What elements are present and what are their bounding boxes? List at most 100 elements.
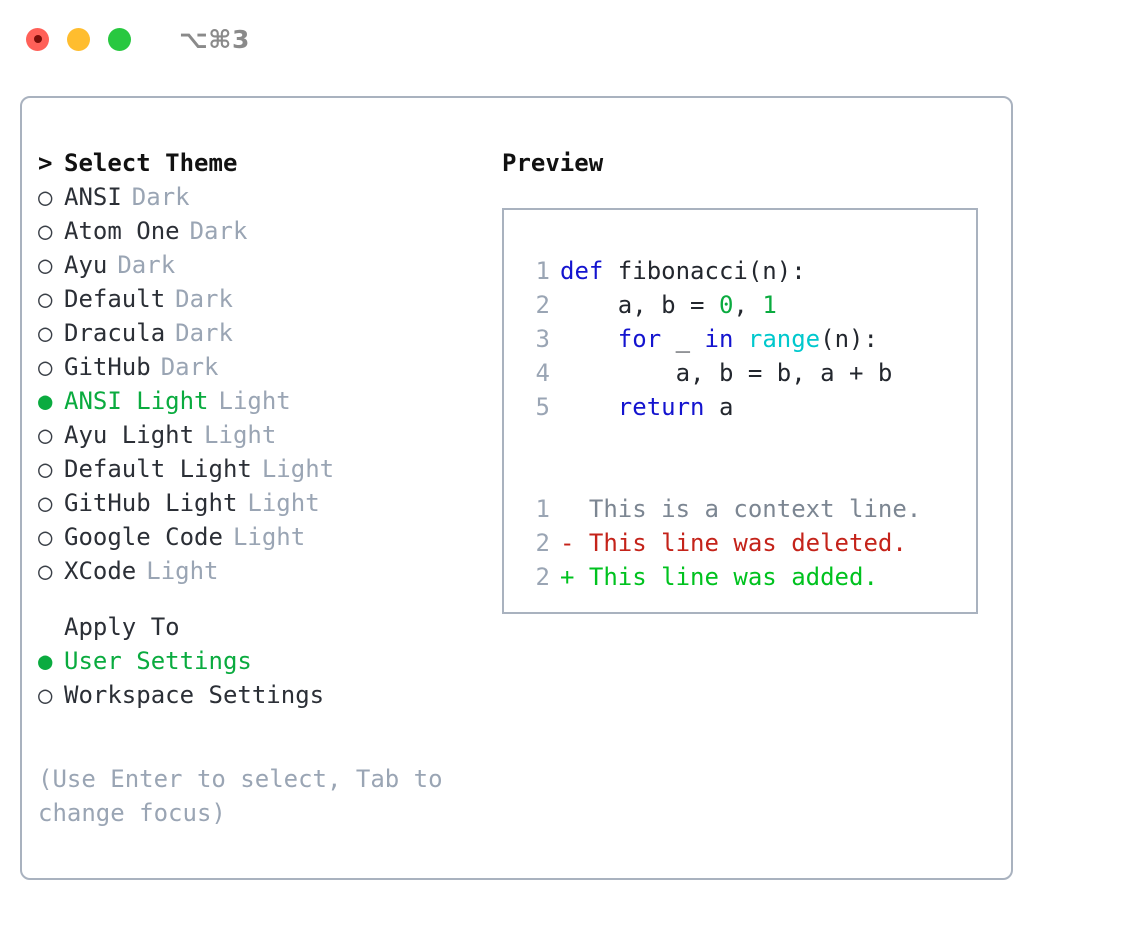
preview-column: Preview 1 def fibonacci(n): 2 a, b = 0, … [502,146,992,614]
code-line: 2 a, b = 0, 1 [504,288,976,322]
theme-item-badge: Dark [160,353,219,381]
apply-to-item-workspace-settings[interactable]: ○ Workspace Settings [38,678,478,712]
radio-unselected-icon[interactable]: ○ [38,523,53,551]
code-content: for _ in range(n): [550,322,878,356]
window-titlebar: ⌥⌘3 [0,0,1140,78]
code-token: for [617,325,662,353]
code-token: 1 [762,291,777,319]
preview-title: Preview [502,149,604,177]
theme-item-default-light[interactable]: ○ Default Light Light [38,452,478,486]
theme-item-badge: Light [204,421,277,449]
close-button[interactable] [26,27,49,51]
radio-unselected-icon[interactable]: ○ [38,285,53,313]
radio-unselected-icon[interactable]: ○ [38,489,53,517]
theme-item-label: Dracula [64,319,166,347]
code-token: a, b = b, a + b [560,359,893,387]
radio-unselected-icon[interactable]: ○ [38,557,53,585]
theme-item-label: ANSI [64,183,122,211]
line-number: 2 [535,291,550,319]
apply-to-item-label: User Settings [64,647,252,675]
radio-unselected-icon[interactable]: ○ [38,421,53,449]
theme-item-badge: Light [232,523,306,551]
theme-item-label: ANSI Light [64,387,209,415]
radio-selected-icon[interactable]: ● [38,647,53,675]
theme-item-badge: Dark [175,285,233,313]
theme-item-ansi-light[interactable]: ● ANSI Light Light [38,384,478,418]
theme-item-label: Ayu [64,251,108,279]
diff-line-added: 2 + This line was added. [504,560,976,594]
code-token: range [747,325,821,353]
apply-to-item-label: Workspace Settings [64,681,325,709]
code-line: 1 def fibonacci(n): [504,254,976,288]
code-token [560,325,618,353]
theme-item-ayu-light[interactable]: ○ Ayu Light Light [38,418,478,452]
theme-item-badge: Light [146,557,219,585]
apply-to-header-label: Apply To [64,613,180,641]
radio-unselected-icon[interactable]: ○ [38,319,53,347]
radio-unselected-icon[interactable]: ○ [38,251,53,279]
code-token: 0 [718,291,734,319]
line-number: 2 [535,563,550,591]
minimize-button[interactable] [67,27,90,51]
theme-item-label: GitHub Light [64,489,238,517]
diff-line-context: 1 This is a context line. [504,492,976,526]
line-number: 2 [535,529,550,557]
preview-separator [504,458,976,492]
diff-line-deleted: 2 - This line was deleted. [504,526,976,560]
maximize-button[interactable] [108,27,131,51]
radio-unselected-icon[interactable]: ○ [38,455,53,483]
line-number: 4 [535,359,550,387]
theme-item-atom-one[interactable]: ○ Atom One Dark [38,214,478,248]
diff-prefix [550,492,589,526]
code-line: 3 for _ in range(n): [504,322,976,356]
radio-selected-icon[interactable]: ● [38,387,53,415]
code-token [733,325,747,353]
code-token: _ [661,325,705,353]
code-token: return [617,393,705,421]
theme-item-badge: Dark [189,217,248,245]
radio-unselected-icon[interactable]: ○ [38,353,53,381]
theme-item-label: Default [64,285,166,313]
radio-unselected-icon[interactable]: ○ [38,183,53,211]
code-token: in [704,325,734,353]
code-token [560,393,618,421]
theme-item-badge: Dark [175,319,233,347]
section-spacer [38,588,478,610]
apply-to-header: ○ Apply To [38,610,478,644]
code-token: fibonacci(n): [603,257,806,285]
theme-item-xcode[interactable]: ○ XCode Light [38,554,478,588]
theme-list-column: > Select Theme ○ ANSI Dark ○ Atom One Da… [38,146,478,712]
theme-item-github[interactable]: ○ GitHub Dark [38,350,478,384]
radio-unselected-icon[interactable]: ○ [38,681,53,709]
theme-item-google-code[interactable]: ○ Google Code Light [38,520,478,554]
preview-separator [504,424,976,458]
code-line: 4 a, b = b, a + b [504,356,976,390]
traffic-light-group [26,27,131,51]
code-line: 5 return a [504,390,976,424]
line-number: 1 [535,257,550,285]
theme-item-default[interactable]: ○ Default Dark [38,282,478,316]
theme-item-dracula[interactable]: ○ Dracula Dark [38,316,478,350]
diff-text: This is a context line. [588,495,922,523]
select-theme-header-label: Select Theme [64,149,238,177]
select-theme-header: > Select Theme [38,146,478,180]
theme-item-ayu[interactable]: ○ Ayu Dark [38,248,478,282]
radio-unselected-icon[interactable]: ○ [38,217,53,245]
theme-item-badge: Light [247,489,320,517]
code-token: a, b = [560,291,719,319]
theme-item-badge: Light [218,387,291,415]
code-token: def [560,257,604,285]
diff-text: This line was added. [588,563,878,591]
theme-item-badge: Light [261,455,335,483]
theme-item-label: Ayu Light [64,421,195,449]
code-content: a, b = b, a + b [550,356,893,390]
code-content: def fibonacci(n): [550,254,806,288]
code-token: (n): [820,325,878,353]
theme-item-github-light[interactable]: ○ GitHub Light Light [38,486,478,520]
theme-item-label: Default Light [64,455,252,483]
apply-to-item-user-settings[interactable]: ● User Settings [38,644,478,678]
theme-item-badge: Dark [117,251,176,279]
preview-box: 1 def fibonacci(n): 2 a, b = 0, 1 3 for … [502,208,978,614]
theme-item-ansi[interactable]: ○ ANSI Dark [38,180,478,214]
